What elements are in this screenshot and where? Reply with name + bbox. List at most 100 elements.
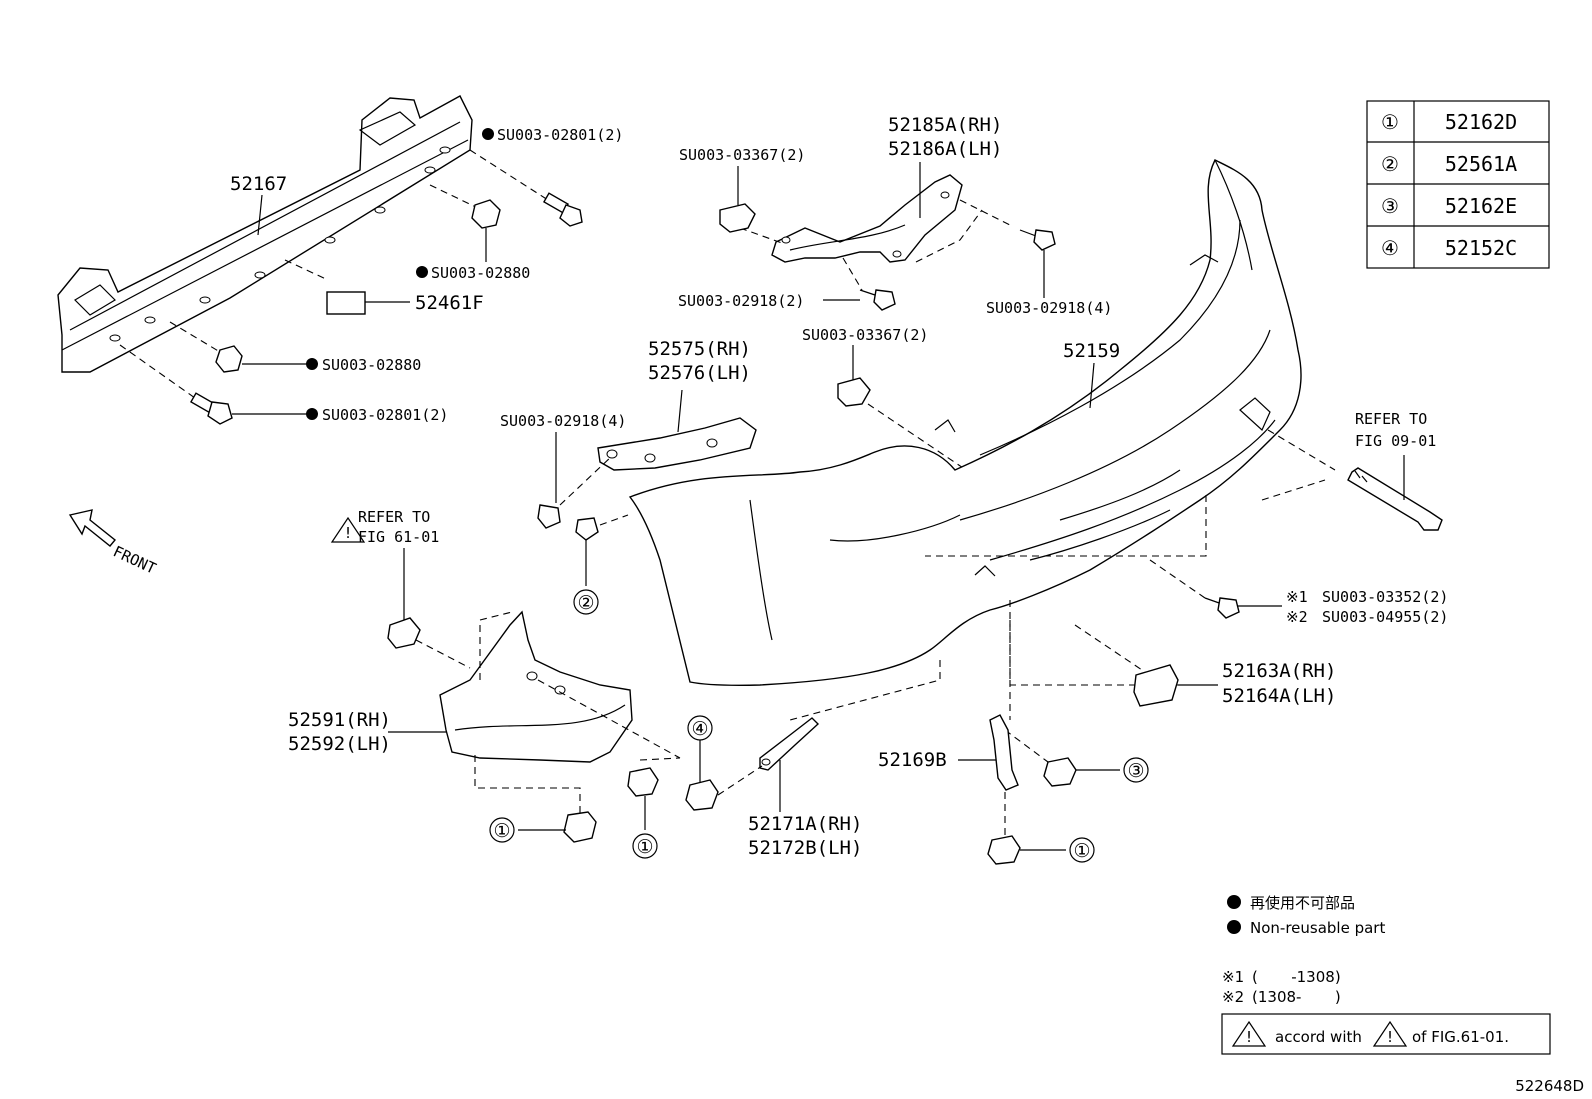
- non-reusable-dot-icon: [1227, 895, 1241, 909]
- label-52171A: 52171A(RH): [748, 813, 862, 835]
- label-52159: 52159: [1063, 340, 1120, 362]
- label-screw-left: SU003-02918(4): [500, 412, 626, 430]
- label-52186A: 52186A(LH): [888, 138, 1002, 160]
- clip-icon: [518, 811, 597, 843]
- non-reusable-dot-icon: [306, 408, 318, 420]
- reflector-icon: [1133, 664, 1218, 707]
- tow-hook-icon: [1347, 455, 1443, 531]
- nut-icon: [169, 321, 306, 373]
- label-52591: 52591(RH): [288, 709, 391, 731]
- label-screw-center: SU003-02918(2): [678, 292, 804, 310]
- bolt-icon: [119, 344, 306, 425]
- label-52167: 52167: [230, 173, 287, 195]
- label-nut-mid: SU003-02880: [431, 264, 530, 282]
- clip-icon: [1043, 757, 1120, 787]
- label-clip-center: SU003-03367(2): [802, 326, 928, 344]
- label-52169B: 52169B: [878, 749, 947, 771]
- table-part-4: 52152C: [1445, 236, 1517, 260]
- mud-guard-icon: [717, 717, 820, 812]
- label-front: FRONT: [110, 542, 159, 577]
- non-reusable-dot-icon: [416, 266, 428, 278]
- caution-triangle-icon: !: [330, 516, 366, 543]
- bolt-icon: [469, 149, 583, 227]
- callout-2: ②: [577, 592, 594, 614]
- figure-code: 522648D: [1515, 1077, 1584, 1095]
- rear-bumper-cover: [628, 159, 1302, 686]
- caution-triangle-icon: !: [1372, 1020, 1408, 1047]
- table-key-2: ②: [1381, 152, 1399, 176]
- label-52164A: 52164A(LH): [1222, 685, 1336, 707]
- support-bracket-icon: [958, 714, 1019, 791]
- screw-icon: [537, 432, 561, 529]
- non-reusable-dot-icon: [306, 358, 318, 370]
- label-clip-top: SU003-03367(2): [679, 146, 805, 164]
- callout-3-icon: [1123, 757, 1149, 783]
- legend-note2-mark: ※2: [1222, 988, 1244, 1006]
- legend-en: Non-reusable part: [1250, 919, 1385, 937]
- clip-icon: [685, 740, 719, 811]
- label-52163A: 52163A(RH): [1222, 660, 1336, 682]
- label-52575: 52575(RH): [648, 338, 751, 360]
- side-bracket-upper: [739, 174, 1011, 263]
- table-part-1: 52162D: [1445, 110, 1517, 134]
- non-reusable-dot-icon: [1227, 920, 1241, 934]
- non-reusable-dot-icon: [482, 128, 494, 140]
- table-key-4: ④: [1381, 236, 1399, 260]
- bolt-icon: [1149, 559, 1282, 619]
- label-52172B: 52172B(LH): [748, 837, 862, 859]
- caution-triangle-icon: !: [1231, 1020, 1267, 1047]
- label-52592: 52592(LH): [288, 733, 391, 755]
- part-number-table: ① 52162D ② 52561A ③ 52162E ④ 52152C: [1366, 100, 1550, 269]
- legend-note1-mark: ※1: [1222, 968, 1244, 986]
- clip-icon: [719, 166, 756, 233]
- front-arrow-icon: [68, 509, 116, 547]
- label-52576: 52576(LH): [648, 362, 751, 384]
- label-refer-left-1: REFER TO: [358, 508, 430, 526]
- callout-4: ④: [691, 718, 708, 740]
- screw-icon: [823, 257, 896, 311]
- bumper-reinforcement-beam: [57, 95, 473, 373]
- legend: 再使用不可部品 Non-reusable part ※1 ( -1308) ※2…: [1221, 894, 1584, 1095]
- label-note1-mark: ※1: [1286, 588, 1308, 606]
- label-52185A: 52185A(RH): [888, 114, 1002, 136]
- legend-note1-range: ( -1308): [1252, 968, 1341, 986]
- legend-accord-prefix: accord with: [1275, 1028, 1362, 1046]
- clip-icon: [987, 835, 1066, 865]
- screw-icon: [1019, 229, 1056, 298]
- callout-1-icon: [489, 817, 515, 843]
- svg-text:!: !: [1385, 1028, 1394, 1046]
- label-nut-low: SU003-02880: [322, 356, 421, 374]
- callout-1-icon: [1069, 837, 1095, 863]
- clip-icon: [627, 767, 659, 830]
- label-refer-left-2: FIG 61-01: [358, 528, 439, 546]
- side-retainer: [559, 417, 757, 526]
- svg-text:!: !: [343, 524, 352, 542]
- callout-2-icon: [573, 589, 599, 615]
- clip-icon: [387, 548, 471, 669]
- label-refer-right-1: REFER TO: [1355, 410, 1427, 428]
- table-part-2: 52561A: [1445, 152, 1517, 176]
- side-seal: [439, 610, 681, 815]
- callout-1-c: ①: [1073, 840, 1090, 862]
- table-key-1: ①: [1381, 110, 1399, 134]
- nut-icon: [429, 184, 501, 262]
- label-bolt-top: SU003-02801(2): [497, 126, 623, 144]
- label-screw-note2: SU003-04955(2): [1322, 608, 1448, 626]
- legend-accord-suffix: of FIG.61-01.: [1412, 1028, 1509, 1046]
- callout-3: ③: [1127, 760, 1144, 782]
- legend-jp: 再使用不可部品: [1250, 894, 1355, 912]
- callout-1-icon: [632, 833, 658, 859]
- table-key-3: ③: [1381, 194, 1399, 218]
- label-screw-note1: SU003-03352(2): [1322, 588, 1448, 606]
- label-52461F: 52461F: [415, 292, 484, 314]
- label-screw-right: SU003-02918(4): [986, 299, 1112, 317]
- callout-1-b: ①: [636, 836, 653, 858]
- beam-holes: [109, 146, 451, 342]
- clip-icon: [575, 517, 599, 586]
- pad-icon: [284, 259, 410, 315]
- callout-1-a: ①: [493, 820, 510, 842]
- label-bolt-low: SU003-02801(2): [322, 406, 448, 424]
- callout-4-icon: [687, 715, 713, 741]
- svg-text:!: !: [1244, 1028, 1253, 1046]
